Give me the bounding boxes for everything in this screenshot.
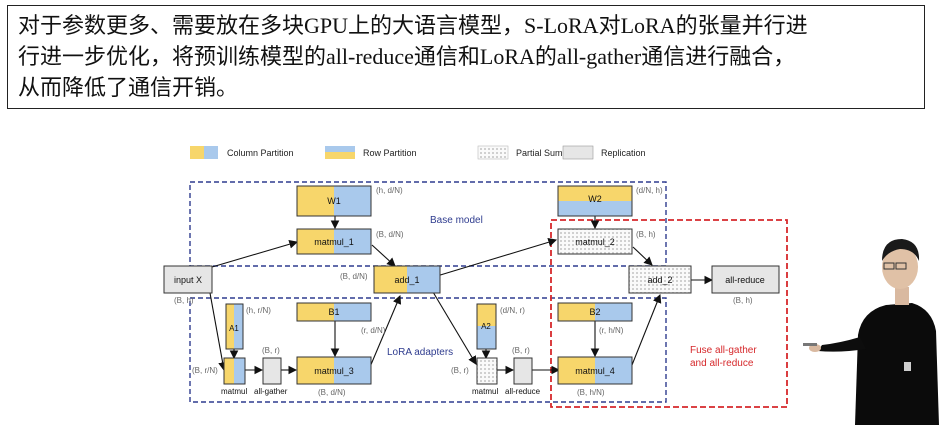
b2-label: B2 <box>589 307 600 317</box>
matmul-3-node <box>296 356 372 385</box>
all-gather-label: all-gather <box>254 387 288 396</box>
matmul-4-node <box>557 356 633 385</box>
matmul-4-shape: (B, h/N) <box>577 388 605 397</box>
slide-line-3: 从而降低了通信开销。 <box>18 75 239 100</box>
presenter-image <box>803 239 939 425</box>
add-1-label: add_1 <box>394 275 419 285</box>
b1-node <box>296 302 372 322</box>
a2-label: A2 <box>481 322 491 331</box>
matmul-4-label: matmul_4 <box>575 366 615 376</box>
legend-column-swatch <box>190 146 218 159</box>
edges <box>209 215 714 375</box>
lora-all-reduce-node <box>513 357 533 385</box>
matmul-3-label: matmul_3 <box>314 366 354 376</box>
matmul-3-shape: (B, d/N) <box>318 388 346 397</box>
gather-out-shape: (B, r) <box>262 346 280 355</box>
matmul-1-label: matmul_1 <box>314 237 354 247</box>
reduce-out-shape: (B, r) <box>512 346 530 355</box>
add-1-shape: (B, d/N) <box>340 272 368 281</box>
w1-label: W1 <box>327 196 341 206</box>
fuse-title-line2: and all-reduce <box>690 358 754 369</box>
all-gather-node <box>262 357 282 385</box>
gather-in-shape: (B, r/N) <box>192 366 218 375</box>
matmul-2-shape: (B, h) <box>636 230 656 239</box>
a1-node <box>225 303 244 350</box>
all-reduce-label: all-reduce <box>725 275 765 285</box>
fuse-title-line1: Fuse all-gather <box>690 345 757 356</box>
matmul-1-node <box>296 228 372 255</box>
add-2-node <box>628 265 692 294</box>
w2-node <box>557 185 633 217</box>
legend-column-label: Column Partition <box>227 148 294 158</box>
b1-label: B1 <box>328 307 339 317</box>
a2-shape: (d/N, r) <box>500 306 525 315</box>
reduce-in-shape: (B, r) <box>451 366 469 375</box>
b2-shape: (r, h/N) <box>599 326 624 335</box>
legend-partial-swatch <box>477 145 509 160</box>
matmul-1-shape: (B, d/N) <box>376 230 404 239</box>
base-model-title: Base model <box>430 215 483 226</box>
input-x-shape: (B, h) <box>174 296 194 305</box>
a1-shape: (h, r/N) <box>246 306 271 315</box>
matmul-left-label: matmul <box>221 387 247 396</box>
matmul-2-label: matmul_2 <box>575 237 615 247</box>
lora-adapters-region <box>189 297 667 403</box>
matmul-small-left-node <box>223 357 246 385</box>
all-reduce-shape: (B, h) <box>733 296 753 305</box>
legend: Column Partition Row Partition Partial S… <box>190 145 646 160</box>
legend-row-swatch <box>325 146 355 159</box>
a1-label: A1 <box>229 324 239 333</box>
input-x-label: input X <box>174 275 202 285</box>
w2-shape: (d/N, h) <box>636 186 663 195</box>
lora-adapters-title: LoRA adapters <box>387 347 453 358</box>
all-reduce-node <box>711 265 780 294</box>
w1-node <box>296 185 372 217</box>
w1-shape: (h, d/N) <box>376 186 403 195</box>
legend-replication-label: Replication <box>601 148 646 158</box>
input-x-node <box>163 265 213 294</box>
slide-line-1: 对于参数更多、需要放在多块GPU上的大语言模型，S-LoRA对LoRA的张量并行… <box>18 13 808 38</box>
fuse-region <box>550 219 788 408</box>
legend-row-label: Row Partition <box>363 148 417 158</box>
matmul-small-right-node <box>476 357 498 385</box>
b2-node <box>557 302 633 322</box>
matmul-right-label: matmul <box>472 387 498 396</box>
b1-shape: (r, d/N) <box>361 326 386 335</box>
add-1-node <box>373 265 441 294</box>
slide-text-box: 对于参数更多、需要放在多块GPU上的大语言模型，S-LoRA对LoRA的张量并行… <box>7 5 925 109</box>
lora-all-reduce-label: all-reduce <box>505 387 541 396</box>
legend-replication-swatch <box>562 145 594 160</box>
a2-node <box>476 303 497 350</box>
legend-partial-label: Partial Sum <box>516 148 563 158</box>
matmul-2-node <box>557 228 633 255</box>
slide-line-2: 行进一步优化，将预训练模型的all-reduce通信和LoRA的all-gath… <box>18 44 796 69</box>
w2-label: W2 <box>588 194 602 204</box>
add-2-label: add_2 <box>647 275 672 285</box>
